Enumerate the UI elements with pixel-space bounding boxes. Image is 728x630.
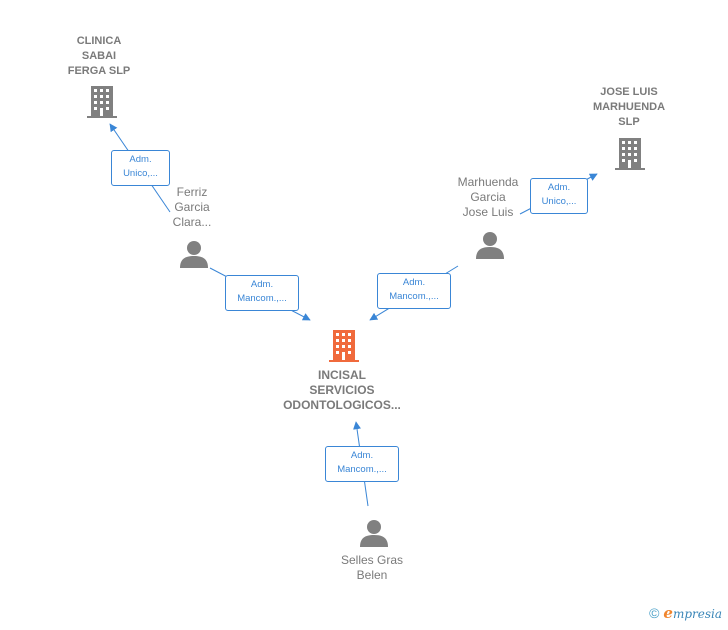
brand-name: mpresia — [672, 606, 722, 621]
node-label-clinica-sabai: CLINICA SABAI FERGA SLP — [67, 35, 131, 77]
building-icon — [615, 138, 645, 170]
person-icon — [476, 232, 504, 259]
person-icon — [360, 520, 388, 547]
node-label-incisal[interactable]: INCISAL SERVICIOS ODONTOLOGICOS... — [283, 368, 401, 412]
brand-initial: e — [663, 603, 673, 622]
relation-box-ferriz-clinica[interactable]: Adm. Unico,... — [111, 150, 170, 186]
node-label-selles-gras[interactable]: Selles Gras Belen — [340, 553, 404, 582]
copyright-icon: © — [649, 605, 660, 621]
node-label-ferriz-garcia[interactable]: Ferriz Garcia Clara... — [172, 185, 212, 229]
relation-box-ferriz-incisal[interactable]: Adm. Mancom.,... — [225, 275, 299, 311]
building-icon — [329, 330, 359, 362]
node-label-jose-luis-marhuenda-slp: JOSE LUIS MARHUENDA SLP — [592, 86, 666, 128]
person-icon — [180, 241, 208, 268]
relation-box-marhuenda-incisal[interactable]: Adm. Mancom.,... — [377, 273, 451, 309]
empresia-logo[interactable]: empresia — [663, 603, 722, 622]
footer-brand: © empresia — [649, 604, 722, 622]
building-icon — [87, 86, 117, 118]
relation-box-selles-incisal[interactable]: Adm. Mancom.,... — [325, 446, 399, 482]
node-label-marhuenda-garcia[interactable]: Marhuenda Garcia Jose Luis — [457, 175, 519, 219]
relation-box-marhuenda-joseluis[interactable]: Adm. Unico,... — [530, 178, 588, 214]
